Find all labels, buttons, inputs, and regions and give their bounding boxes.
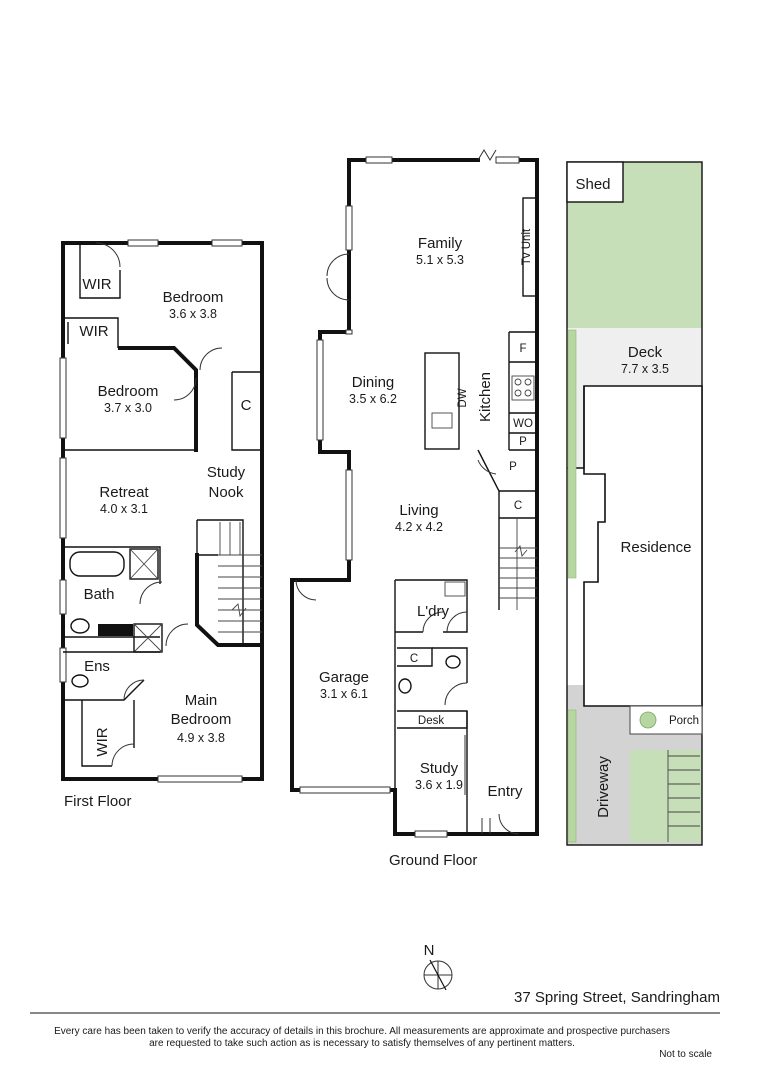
- main-bedroom-label-1: Main: [185, 692, 218, 709]
- first-floor-caption: First Floor: [64, 793, 132, 810]
- disclaimer-line-2: are requested to take such action as is …: [149, 1038, 575, 1049]
- tv-unit-label: Tv Unit: [521, 228, 533, 265]
- porch-label: Porch: [669, 715, 699, 727]
- front-lawn: [630, 750, 702, 842]
- deck-label: Deck: [628, 344, 663, 361]
- gf-closet2-label: C: [410, 653, 418, 665]
- bedroom2-size: 3.7 x 3.0: [104, 401, 152, 415]
- deck-size: 7.7 x 3.5: [621, 362, 669, 376]
- compass-north-label: N: [424, 942, 435, 959]
- desk-label: Desk: [418, 715, 444, 727]
- scale-note: Not to scale: [659, 1049, 712, 1060]
- garage-label: Garage: [319, 669, 369, 686]
- wir-top-label: WIR: [82, 276, 111, 293]
- driveway-label: Driveway: [595, 756, 612, 818]
- fridge-label: F: [519, 343, 526, 355]
- bedroom2-label: Bedroom: [98, 383, 159, 400]
- main-bedroom-size: 4.9 x 3.8: [177, 731, 225, 745]
- garage-size: 3.1 x 6.1: [320, 687, 368, 701]
- dining-size: 3.5 x 6.2: [349, 392, 397, 406]
- dining-label: Dining: [352, 374, 395, 391]
- kitchen-label: Kitchen: [477, 372, 494, 422]
- family-label: Family: [418, 235, 463, 252]
- wir-mid-label: WIR: [79, 323, 108, 340]
- shed-box: [566, 161, 624, 203]
- property-address: 37 Spring Street, Sandringham: [514, 989, 720, 1006]
- study-nook-label-1: Study: [207, 464, 246, 481]
- ground-floor-plan: Family 5.1 x 5.3 Tv Unit Dining 3.5 x 6.…: [290, 149, 539, 869]
- ground-floor-caption: Ground Floor: [389, 852, 477, 869]
- study-nook-label-2: Nook: [208, 484, 244, 501]
- ens-label: Ens: [84, 658, 110, 675]
- wall-oven-label: WO: [513, 418, 533, 430]
- site-plan: Shed Deck 7.7 x 3.5 Residence Porch Driv…: [566, 161, 703, 846]
- ff-closet-label: C: [241, 397, 252, 414]
- bedroom1-size: 3.6 x 3.8: [169, 307, 217, 321]
- retreat-label: Retreat: [99, 484, 149, 501]
- study-label: Study: [420, 760, 459, 777]
- first-floor-plan: WIR WIR Bedroom 3.6 x 3.8 Bedroom 3.7 x …: [59, 239, 264, 810]
- entry-label: Entry: [487, 783, 523, 800]
- living-label: Living: [399, 502, 438, 519]
- shed-label: Shed: [575, 176, 610, 193]
- pantry-small-label: P: [519, 436, 527, 448]
- retreat-size: 4.0 x 3.1: [100, 502, 148, 516]
- hedge-left: [567, 329, 577, 843]
- gf-closet-label: C: [514, 500, 522, 512]
- wir-main-label: WIR: [94, 727, 111, 756]
- ground-floor-outer-wall: [290, 158, 539, 836]
- family-size: 5.1 x 5.3: [416, 253, 464, 267]
- dw-label: DW: [457, 388, 469, 407]
- residence-label: Residence: [621, 539, 692, 556]
- residence-footprint: [583, 385, 703, 707]
- pantry-label: P: [509, 461, 517, 473]
- living-size: 4.2 x 4.2: [395, 520, 443, 534]
- study-size: 3.6 x 1.9: [415, 778, 463, 792]
- north-compass: N: [423, 942, 453, 991]
- main-bedroom-label-2: Bedroom: [171, 711, 232, 728]
- bath-label: Bath: [84, 586, 115, 603]
- disclaimer-line-1: Every care has been taken to verify the …: [54, 1026, 670, 1037]
- laundry-label: L'dry: [417, 603, 450, 620]
- bedroom1-label: Bedroom: [163, 289, 224, 306]
